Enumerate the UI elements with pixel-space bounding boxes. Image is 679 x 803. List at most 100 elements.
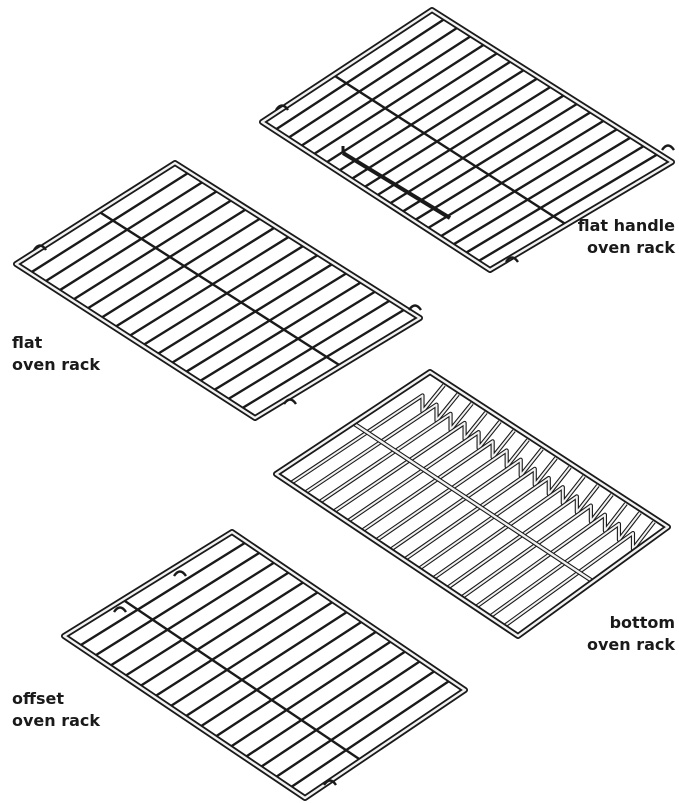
rack-slat — [425, 118, 607, 231]
rack-stop — [173, 570, 187, 577]
label-line: oven rack — [12, 711, 101, 730]
rack-slat — [288, 678, 452, 790]
offset-rack-label: offset oven rack — [12, 688, 100, 732]
label-line: bottom — [609, 613, 675, 632]
rack-slat — [412, 110, 594, 222]
rack-frame-inner — [260, 8, 674, 272]
rack-slat — [258, 659, 423, 769]
rack-slat-inner — [460, 493, 613, 599]
label-line: flat handle — [577, 216, 675, 235]
rack-slat — [286, 25, 460, 140]
rack-slat — [349, 67, 527, 181]
rack-slat — [463, 143, 647, 255]
rack-slat — [42, 180, 206, 284]
rack-slat — [476, 152, 660, 263]
label-line: offset — [12, 689, 64, 708]
rack-slat-inner — [446, 484, 599, 590]
flat-oven-rack — [13, 160, 423, 421]
rack-slat — [71, 198, 234, 302]
rack-slat — [374, 84, 554, 198]
rack-slat — [273, 17, 447, 132]
rack-slat — [99, 216, 263, 320]
rack-slat — [92, 550, 263, 658]
rack-handle — [341, 151, 452, 220]
rack-slat — [298, 34, 474, 148]
label-line: oven rack — [12, 355, 101, 374]
bottom-rack-label: bottom oven rack — [540, 612, 675, 656]
rack-slat-inner — [303, 393, 459, 494]
rack-slat — [107, 560, 277, 668]
rack-slat — [138, 580, 307, 688]
rack-slat — [197, 280, 364, 383]
flat-handle-oven-rack — [259, 7, 675, 273]
rack-slat-inner — [503, 521, 655, 628]
rack-slat — [311, 42, 487, 157]
rack-slat — [239, 307, 407, 411]
rack-stop — [661, 144, 675, 151]
rack-slat-inner — [474, 503, 627, 609]
rack-slat — [362, 76, 540, 189]
rack-stop — [33, 244, 47, 251]
rack-slat-inner — [332, 411, 487, 513]
rack-slat — [387, 93, 567, 206]
label-line: oven rack — [586, 635, 675, 654]
rack-slat — [324, 51, 500, 165]
rack-slat — [113, 225, 278, 329]
rack-slat — [336, 59, 514, 173]
rack-slat-inner — [403, 457, 557, 561]
rack-slat — [213, 629, 379, 739]
rack-slat — [228, 639, 394, 749]
offset-oven-rack — [61, 529, 468, 801]
rack-slat — [168, 599, 336, 709]
rack-slat-inner — [346, 420, 501, 523]
rack-crossbar — [121, 598, 363, 762]
rack-slat — [153, 590, 321, 698]
rack-slat-inner — [375, 439, 529, 542]
rack-stop — [283, 398, 297, 405]
flat-handle-rack-label: flat handle oven rack — [530, 215, 675, 259]
rack-crossbar — [332, 73, 568, 226]
rack-slat — [438, 127, 620, 239]
rack-slat — [141, 243, 306, 347]
rack-slat — [85, 207, 249, 311]
label-line: flat — [12, 333, 43, 352]
rack-slat — [198, 619, 365, 729]
rack-stop — [323, 779, 337, 786]
rack-slat — [183, 609, 350, 719]
rack-frame-inner — [62, 530, 467, 800]
rack-slat — [77, 540, 248, 648]
rack-slat — [211, 289, 378, 393]
rack-frame-inner — [14, 161, 422, 420]
rack-crossbar — [97, 210, 342, 368]
rack-frame-inner — [274, 370, 670, 638]
rack-slat — [169, 262, 335, 365]
rack-slat — [400, 101, 580, 214]
bottom-oven-rack — [273, 369, 671, 639]
rack-crossbar-inner — [351, 421, 595, 583]
rack-frame — [13, 160, 423, 421]
rack-slat — [273, 669, 438, 779]
rack-stop — [275, 104, 289, 111]
rack-slat — [183, 271, 350, 374]
rack-slat-inner — [488, 512, 641, 618]
rack-stop — [408, 304, 422, 311]
rack-slat — [28, 170, 191, 275]
rack-slat-inner — [360, 430, 515, 533]
rack-slat — [155, 252, 321, 356]
rack-slat — [127, 234, 292, 338]
rack-slat — [243, 649, 408, 759]
rack-slat-inner — [318, 402, 473, 504]
label-line: oven rack — [586, 238, 675, 257]
rack-slat-inner — [389, 448, 543, 552]
rack-slat-inner — [417, 466, 571, 571]
rack-slat — [123, 570, 292, 678]
rack-slat — [450, 135, 634, 247]
rack-stop — [113, 606, 127, 613]
rack-slat-inner — [432, 475, 585, 580]
rack-slat-inner — [289, 384, 445, 485]
rack-stop — [505, 256, 519, 263]
rack-slat — [56, 189, 220, 293]
rack-slat — [225, 298, 393, 402]
flat-rack-label: flat oven rack — [12, 332, 100, 376]
